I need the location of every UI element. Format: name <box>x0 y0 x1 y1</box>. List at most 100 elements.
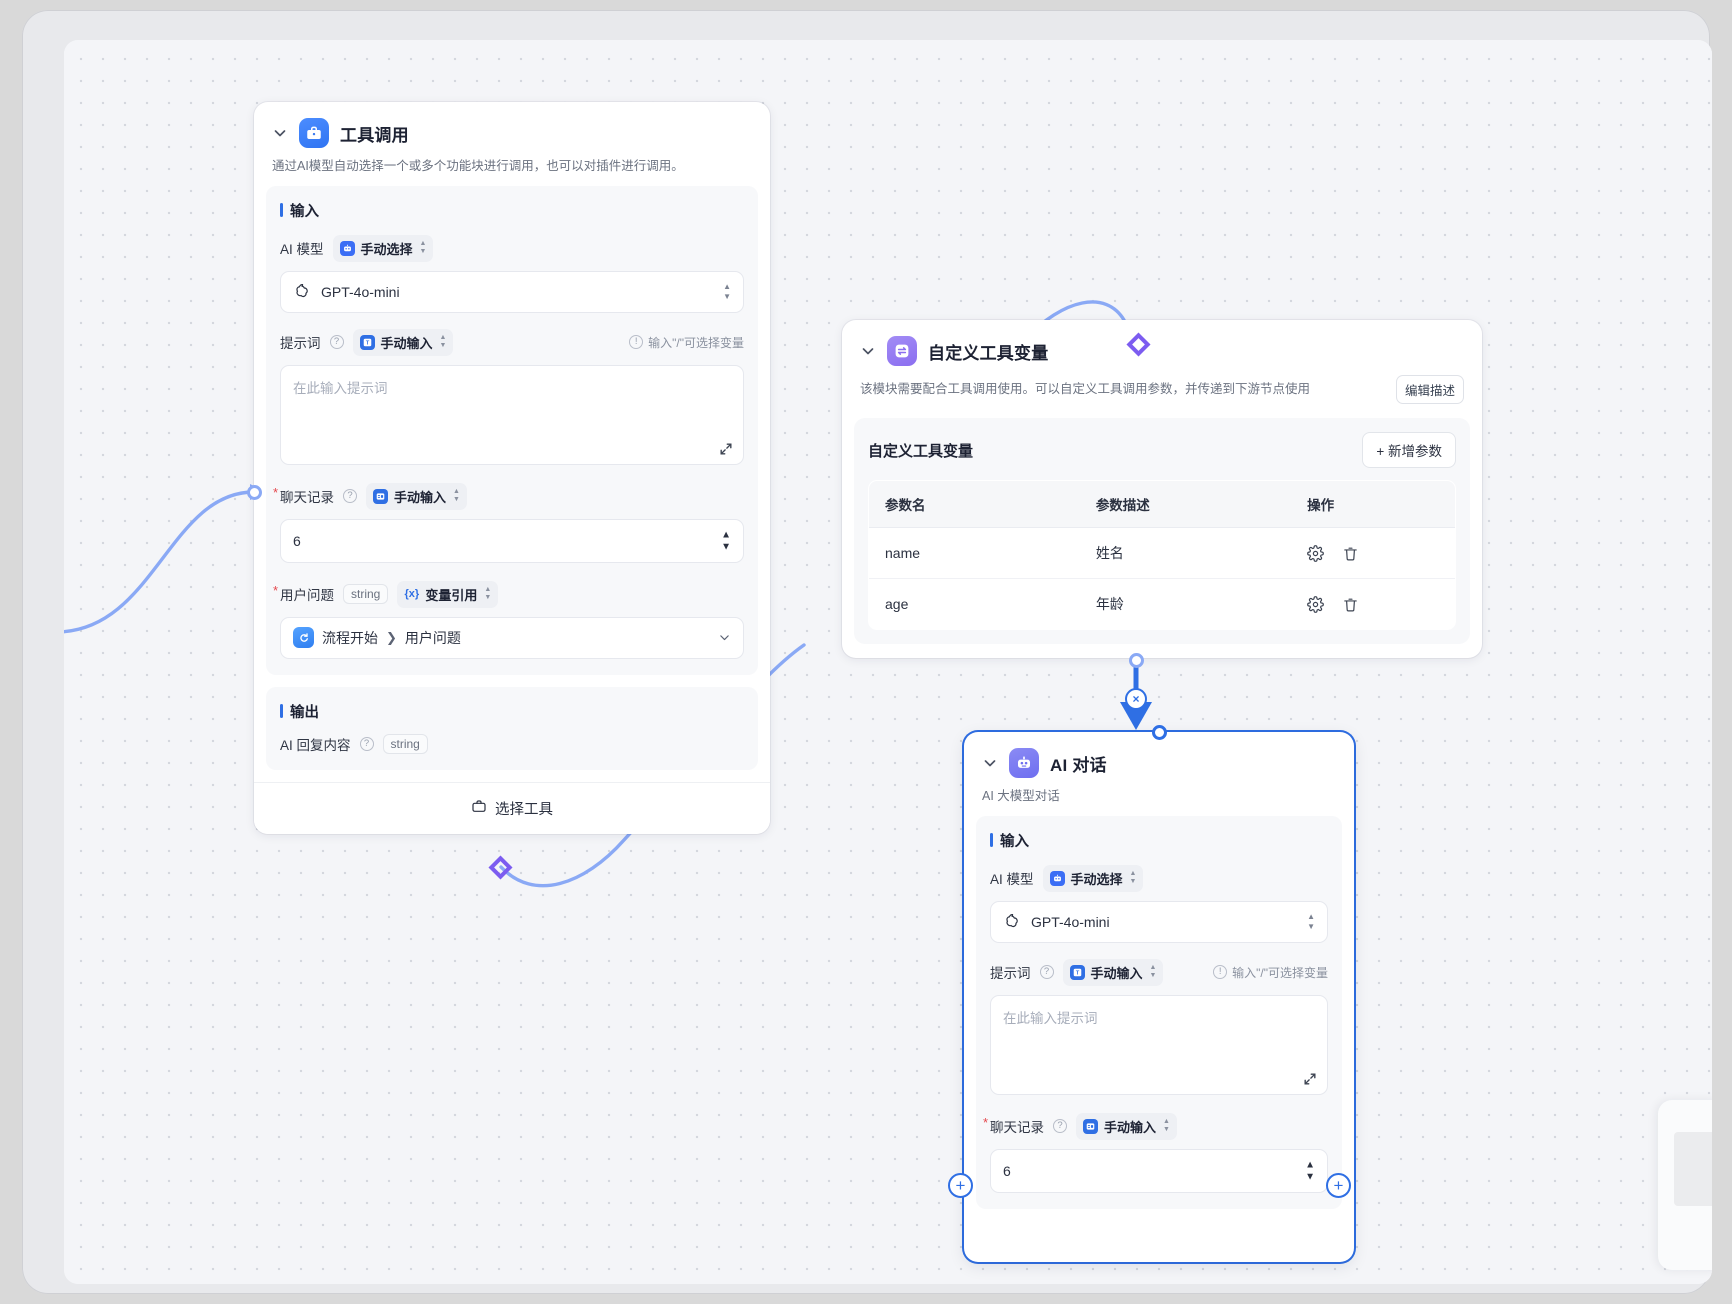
trash-icon[interactable] <box>1342 545 1359 562</box>
model-select[interactable]: GPT-4o-mini ▲▼ <box>280 270 744 313</box>
chevron-updown-icon: ▲▼ <box>484 586 492 602</box>
ai-chat-input-port[interactable] <box>1152 725 1167 740</box>
chevron-down-icon[interactable] <box>272 125 288 141</box>
prompt-mode-select[interactable]: T 手动输入 ▲▼ <box>352 328 454 356</box>
column-header-desc: 参数描述 <box>1079 481 1292 528</box>
history-field-row: 聊天记录 ? 手动输入 ▲▼ <box>983 1112 1328 1140</box>
svg-text:T: T <box>365 340 369 346</box>
help-icon[interactable]: ? <box>1053 1119 1067 1134</box>
question-field-row: 用户问题 string {x} 变量引用 ▲▼ <box>273 580 744 608</box>
section-accent-bar <box>280 704 283 719</box>
model-mode-select[interactable]: 手动选择 ▲▼ <box>332 234 434 262</box>
add-parameter-button[interactable]: + 新增参数 <box>1362 432 1456 468</box>
chevron-down-icon[interactable] <box>718 631 731 644</box>
table-title: 自定义工具变量 <box>868 442 974 460</box>
param-name: age <box>885 596 909 612</box>
history-mode-select[interactable]: 手动输入 ▲▼ <box>1076 1112 1177 1140</box>
question-mode-select[interactable]: {x} 变量引用 ▲▼ <box>397 580 499 608</box>
prompt-label: 提示词 <box>990 966 1031 982</box>
help-icon[interactable]: ? <box>343 489 357 504</box>
prompt-mode-label: 手动输入 <box>1090 965 1143 981</box>
panel-placeholder-block <box>1674 1132 1712 1206</box>
workflow-canvas-frame: 工具调用 通过AI模型自动选择一个或多个功能块进行调用，也可以对插件进行调用。 … <box>64 40 1712 1284</box>
column-header-actions: 操作 <box>1291 481 1455 528</box>
node-ai-chat[interactable]: AI 对话 AI 大模型对话 输入 AI 模型 手 <box>964 732 1354 1262</box>
input-section-title: 输入 <box>990 830 1328 851</box>
info-icon: ! <box>629 335 644 350</box>
stepper-icon[interactable]: ▲▼ <box>1305 1159 1315 1183</box>
table-row[interactable]: name 姓名 <box>869 527 1455 579</box>
expand-icon[interactable] <box>1303 1072 1317 1086</box>
text-mini-icon: T <box>1069 964 1085 980</box>
section-accent-bar <box>280 203 283 218</box>
chevron-updown-icon[interactable]: ▲▼ <box>1307 912 1315 932</box>
spacer <box>254 770 770 782</box>
node-header: 工具调用 通过AI模型自动选择一个或多个功能块进行调用，也可以对插件进行调用。 <box>254 102 770 186</box>
chevron-right-icon: ❯ <box>386 629 397 645</box>
model-mode-select[interactable]: 手动选择 ▲▼ <box>1042 864 1144 892</box>
node-description: 通过AI模型自动选择一个或多个功能块进行调用，也可以对插件进行调用。 <box>272 159 684 173</box>
chevron-updown-icon: ▲▼ <box>453 488 460 504</box>
prompt-label: 提示词 <box>280 336 321 352</box>
table-row[interactable]: age 年龄 <box>869 579 1455 630</box>
trash-icon[interactable] <box>1342 596 1359 613</box>
history-field-row: 聊天记录 ? 手动输入 ▲▼ <box>273 482 744 510</box>
prompt-placeholder: 在此输入提示词 <box>293 380 388 396</box>
input-section-title: 输入 <box>280 200 744 221</box>
chevron-down-icon[interactable] <box>860 343 876 359</box>
delete-edge-button[interactable]: × <box>1125 688 1147 710</box>
param-actions <box>1291 579 1455 630</box>
input-section: 输入 AI 模型 手动选择 ▲▼ <box>266 185 758 675</box>
tool-call-input-port[interactable] <box>247 485 262 500</box>
param-desc: 年龄 <box>1095 596 1124 612</box>
chevron-updown-icon[interactable]: ▲▼ <box>723 282 731 302</box>
question-type-tag: string <box>343 584 389 605</box>
section-accent-bar <box>990 833 993 848</box>
history-mode-select[interactable]: 手动输入 ▲▼ <box>366 482 467 510</box>
question-mode-label: 变量引用 <box>425 587 478 603</box>
prompt-textarea[interactable]: 在此输入提示词 <box>280 364 744 465</box>
text-mini-icon: T <box>359 334 375 350</box>
help-icon[interactable]: ? <box>359 736 374 751</box>
stepper-icon[interactable]: ▲▼ <box>721 529 731 553</box>
variable-mini-icon: {x} <box>404 588 420 601</box>
help-icon[interactable]: ? <box>329 335 344 350</box>
history-number-input[interactable]: 6 ▲▼ <box>990 1148 1328 1193</box>
chevron-down-icon[interactable] <box>982 755 998 771</box>
edit-description-button[interactable]: 编辑描述 <box>1395 375 1464 404</box>
node-tool-variable[interactable]: 自定义工具变量 该模块需要配合工具调用使用。可以自定义工具调用参数，并传递到下游… <box>842 320 1482 658</box>
tool-variable-output-port[interactable] <box>1129 653 1144 668</box>
param-name: name <box>869 527 1080 579</box>
ai-chat-add-left-button[interactable]: + <box>948 1173 973 1198</box>
prompt-field-row: 提示词 ? T 手动输入 ▲▼ ! 输入"/"可选择变量 <box>990 958 1328 986</box>
history-mode-label: 手动输入 <box>1104 1119 1157 1135</box>
history-label: 聊天记录 <box>983 1115 1044 1136</box>
question-variable-reference[interactable]: 流程开始 ❯ 用户问题 <box>280 616 744 659</box>
model-field-row: AI 模型 手动选择 ▲▼ <box>990 864 1328 892</box>
history-number-input[interactable]: 6 ▲▼ <box>280 518 744 563</box>
model-select[interactable]: GPT-4o-mini ▲▼ <box>990 900 1328 943</box>
prompt-textarea[interactable]: 在此输入提示词 <box>990 994 1328 1095</box>
history-label: 聊天记录 <box>273 485 334 506</box>
node-tool-call[interactable]: 工具调用 通过AI模型自动选择一个或多个功能块进行调用，也可以对插件进行调用。 … <box>254 102 770 834</box>
gear-icon[interactable] <box>1307 595 1324 613</box>
select-tool-button[interactable]: 选择工具 <box>254 781 770 834</box>
right-side-panel[interactable] <box>1658 1100 1712 1270</box>
history-value: 6 <box>293 532 301 549</box>
chevron-updown-icon: ▲▼ <box>439 334 447 350</box>
ref-source: 流程开始 <box>322 629 378 646</box>
node-title: AI 对话 <box>1050 755 1107 775</box>
select-tool-label: 选择工具 <box>495 801 553 818</box>
help-icon[interactable]: ? <box>1039 965 1054 980</box>
flow-start-icon <box>293 627 314 649</box>
ai-chat-add-right-button[interactable]: + <box>1326 1173 1351 1198</box>
chevron-updown-icon: ▲▼ <box>1149 964 1157 980</box>
model-value: GPT-4o-mini <box>321 283 400 300</box>
svg-text:T: T <box>1075 970 1079 976</box>
exchange-icon <box>887 336 917 366</box>
gear-icon[interactable] <box>1307 544 1324 562</box>
prompt-mode-select[interactable]: T 手动输入 ▲▼ <box>1062 958 1164 986</box>
param-actions <box>1291 527 1455 579</box>
expand-icon[interactable] <box>719 442 733 456</box>
